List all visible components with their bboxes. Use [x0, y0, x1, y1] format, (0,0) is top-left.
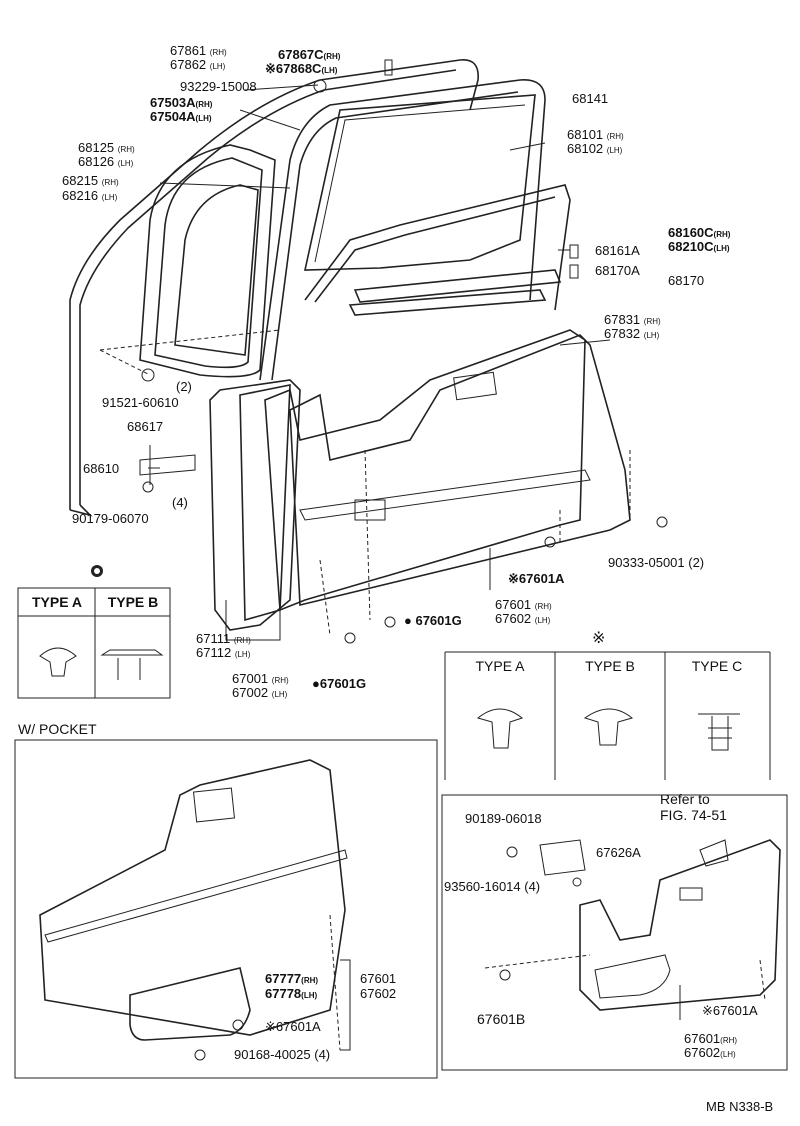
table1-type-b: TYPE B — [107, 594, 159, 610]
qty-4: (4) — [172, 495, 188, 510]
part-90189: 90189-06018 — [465, 811, 542, 826]
part-68210c: 68210C(LH) — [668, 239, 730, 254]
part-68160c: 68160C(RH) — [668, 225, 731, 240]
run-channel — [304, 184, 571, 311]
part-67861: 67861 (RH) — [170, 43, 227, 58]
inset-part-67601a: ※67601A — [702, 1003, 758, 1018]
door-shell — [209, 379, 301, 631]
pocket-trim-board — [39, 759, 346, 1036]
part-67002: 67002 (LH) — [232, 685, 288, 700]
part-68610: 68610 — [83, 461, 120, 476]
door-trim-board — [289, 334, 631, 607]
part-90168: 90168-40025 (4) — [234, 1047, 331, 1062]
part-68170a: 68170A — [595, 263, 640, 278]
glass-run-channel — [139, 144, 276, 378]
part-67601g-2: ●67601G — [312, 676, 367, 691]
table2-type-b: TYPE B — [585, 658, 635, 674]
part-68101: 68101 (RH) — [567, 127, 624, 142]
part-93229: 93229-15008 — [180, 79, 257, 94]
pocket-part-67601a: ※67601A — [265, 1019, 321, 1034]
part-67111: 67111 (RH) — [196, 631, 251, 646]
part-68141: 68141 — [572, 91, 609, 106]
part-67602: 67602 (LH) — [495, 611, 551, 626]
qty-2: (2) — [176, 379, 192, 394]
part-68125: 68125 (RH) — [78, 140, 135, 155]
part-68102: 68102 (LH) — [567, 141, 623, 156]
belt-moulding — [353, 269, 562, 303]
table2-marker: ※ — [592, 630, 606, 647]
pocket-part-67601: 67601 — [360, 971, 397, 986]
part-67832: 67832 (LH) — [604, 326, 660, 341]
table2-type-a: TYPE A — [475, 658, 525, 674]
part-67601b: 67601B — [477, 1011, 526, 1027]
part-68170: 68170 — [668, 273, 705, 288]
inset-part-67601: 67601(RH) — [684, 1031, 738, 1046]
pocket-part-67602: 67602 — [360, 986, 397, 1001]
part-93560: 93560-16014 (4) — [444, 879, 541, 894]
part-68216: 68216 (LH) — [62, 188, 118, 203]
part-90179: 90179-06070 — [72, 511, 149, 526]
part-67601a: ※67601A — [508, 571, 565, 586]
table1-type-a: TYPE A — [31, 594, 83, 610]
inset-trim-board — [579, 839, 781, 1011]
door-sash — [259, 79, 546, 381]
part-68617: 68617 — [127, 419, 164, 434]
part-67601: 67601 (RH) — [495, 597, 552, 612]
part-67503a: 67503A(RH) — [150, 95, 213, 110]
pocket-title: W/ POCKET — [18, 721, 97, 737]
door-weatherstrip — [69, 59, 479, 510]
part-67831: 67831 (RH) — [604, 312, 661, 327]
part-91521: 91521-60610 — [102, 395, 179, 410]
inset-refer: Refer to — [660, 791, 710, 807]
part-67001: 67001 (RH) — [232, 671, 289, 686]
part-68161a: 68161A — [595, 243, 640, 258]
part-67778: 67778(LH) — [265, 986, 318, 1001]
table2-type-c: TYPE C — [691, 658, 743, 674]
part-68215: 68215 (RH) — [62, 173, 119, 188]
inset-fig-ref: FIG. 74-51 — [660, 807, 727, 823]
part-67626a: 67626A — [596, 845, 641, 860]
part-90333: 90333-05001 (2) — [608, 555, 705, 570]
part-68126: 68126 (LH) — [78, 154, 134, 169]
inset-part-67602: 67602(LH) — [684, 1045, 736, 1060]
figure-code: MB N338-B — [706, 1099, 774, 1114]
part-67777: 67777(RH) — [265, 971, 319, 986]
part-67112: 67112 (LH) — [196, 645, 251, 660]
part-67601g: ● 67601G — [404, 613, 462, 628]
door-glass — [304, 94, 536, 271]
part-67868c: ※67868C(LH) — [265, 61, 338, 76]
inner-panel — [264, 329, 586, 612]
part-67862: 67862 (LH) — [170, 57, 226, 72]
part-67867c: 67867C(RH) — [278, 47, 341, 62]
part-67504a: 67504A(LH) — [150, 109, 212, 124]
door-pocket — [129, 967, 251, 1041]
